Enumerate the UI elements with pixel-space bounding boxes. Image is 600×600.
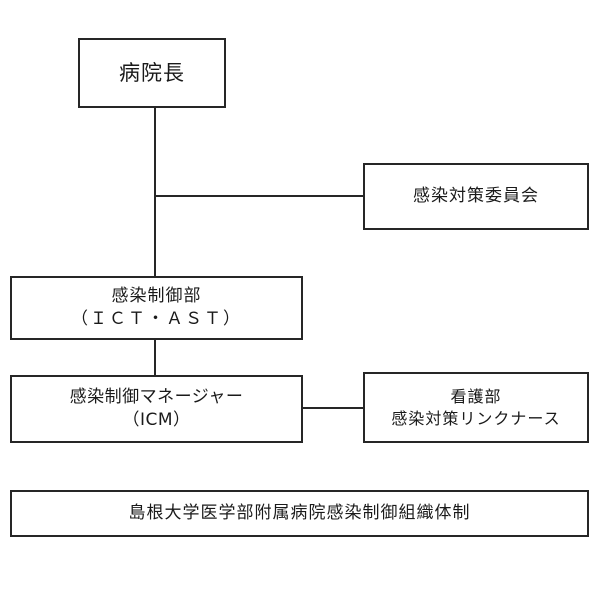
node-hospital-director: 病院長	[78, 38, 226, 108]
diagram-caption-label: 島根大学医学部附属病院感染制御組織体制	[128, 503, 471, 524]
node-infection-control-department-label: 感染制御部	[111, 286, 202, 307]
node-infection-control-manager: 感染制御マネージャー （ICM）	[10, 375, 303, 443]
node-infection-control-committee: 感染対策委員会	[363, 163, 589, 230]
node-nursing-department-label: 看護部	[450, 386, 502, 406]
node-nursing-department: 看護部 感染対策リンクナース	[363, 372, 589, 443]
node-infection-control-department: 感染制御部 （ＩＣＴ・ＡＳＴ）	[10, 276, 303, 340]
node-infection-control-manager-sublabel: （ICM）	[122, 410, 191, 430]
node-hospital-director-label: 病院長	[119, 60, 185, 85]
node-infection-control-manager-label: 感染制御マネージャー	[69, 387, 244, 408]
connector-icd-to-icm	[154, 338, 156, 377]
connector-director-to-committee	[154, 195, 365, 197]
node-nursing-department-sublabel: 感染対策リンクナース	[391, 408, 561, 428]
node-infection-control-committee-label: 感染対策委員会	[413, 186, 539, 207]
connector-director-trunk	[154, 106, 156, 278]
diagram-caption-box: 島根大学医学部附属病院感染制御組織体制	[10, 490, 589, 537]
node-infection-control-department-sublabel: （ＩＣＴ・ＡＳＴ）	[71, 309, 242, 329]
connector-icm-to-nursing	[301, 407, 365, 409]
